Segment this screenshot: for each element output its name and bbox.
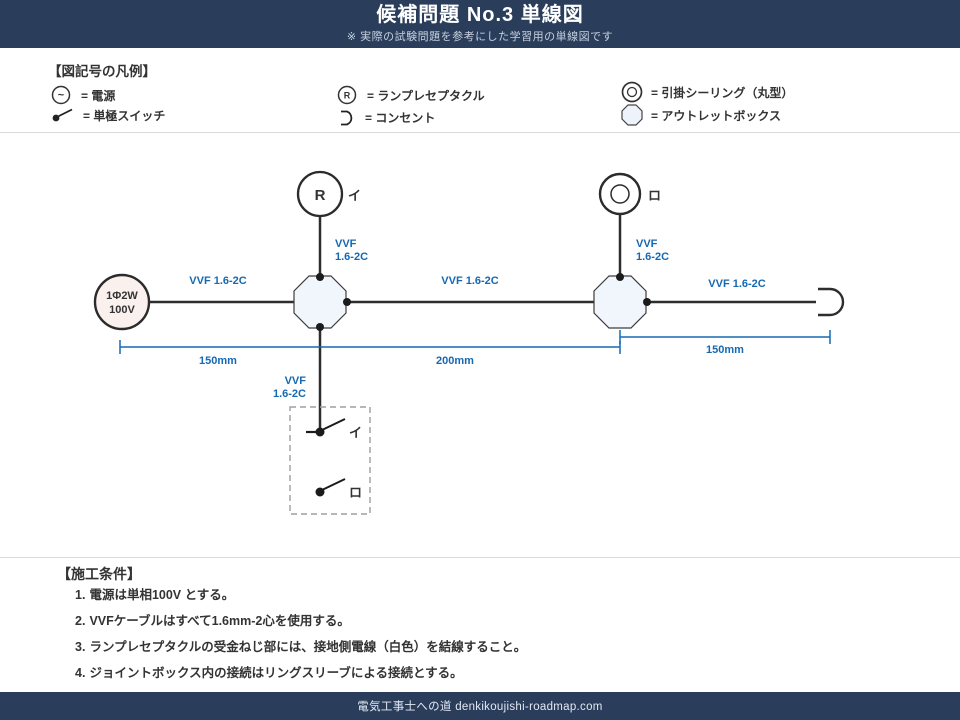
legend-section: 【図記号の凡例】 ~ = 電源 R = ランプレセプタクル = 引掛シーリング（… — [0, 48, 960, 133]
legend-heading: 【図記号の凡例】 — [48, 64, 156, 79]
switch-ro-tag: ロ — [349, 485, 362, 500]
dimension-label-mid: 200mm — [436, 355, 474, 367]
svg-text:~: ~ — [58, 90, 65, 102]
condition-number: 3. — [75, 640, 86, 654]
conditions-heading: 【施工条件】 — [57, 566, 141, 582]
svg-text:R: R — [344, 91, 351, 101]
condition-item: 2.VVFケーブルはすべて1.6mm-2心を使用する。 — [75, 608, 526, 634]
footer-text: 電気工事士への道 denkikoujishi-roadmap.com — [357, 701, 603, 713]
dimension-line-right-group — [619, 330, 831, 344]
switch-box-outline — [289, 406, 371, 515]
condition-item: 4.ジョイントボックス内の接続はリングスリーブによる接続とする。 — [75, 660, 526, 686]
condition-text: ランプレセプタクルの受金ねじ部には、接地側電線（白色）を結線すること。 — [89, 640, 527, 654]
ceiling-light-icon — [621, 81, 643, 103]
condition-number: 2. — [75, 614, 86, 628]
single-pole-switch-icon — [52, 108, 73, 122]
condition-item: 1.電源は単相100V とする。 — [75, 582, 526, 608]
conditions-section: 【施工条件】 1.電源は単相100V とする。 2.VVFケーブルはすべて1.6… — [0, 557, 960, 693]
condition-number: 1. — [75, 588, 86, 602]
condition-item: 3.ランプレセプタクルの受金ねじ部には、接地側電線（白色）を結線すること。 — [75, 634, 526, 660]
legend-item-lamp: R = ランプレセプタクル — [336, 84, 485, 106]
header-bar: 候補問題 No.3 単線図 ※ 実際の試験問題を参考にした学習用の単線図です — [0, 0, 960, 48]
condition-text: ジョイントボックス内の接続はリングスリーブによる接続とする。 — [89, 666, 463, 680]
page-title: 候補問題 No.3 単線図 — [376, 4, 584, 26]
single-line-diagram: 150mm 200mm 150mm 1Φ2W 100V R イ ロ イ — [93, 170, 845, 515]
legend-item-box: = アウトレットボックス — [620, 103, 781, 127]
cable-label-ceiling-drop-2: 1.6-2C — [636, 251, 669, 263]
legend-item-power: ~ = 電源 — [50, 84, 115, 106]
cable-label-switch-drop-1: VVF — [285, 375, 307, 387]
switch-ro-symbol — [315, 478, 346, 497]
power-source-icon: ~ — [51, 85, 71, 105]
legend-item-switch: = 単極スイッチ — [50, 105, 165, 125]
cable-label-lamp-drop-1: VVF — [335, 238, 357, 250]
conditions-list: 1.電源は単相100V とする。 2.VVFケーブルはすべて1.6mm-2心を使… — [75, 582, 526, 686]
legend-item-label: = 引掛シーリング（丸型） — [651, 85, 794, 100]
cable-label-ceiling-drop-1: VVF — [636, 238, 658, 250]
ceiling-light-inner-circle — [610, 184, 630, 204]
power-source-symbol — [93, 273, 151, 331]
dimension-label-right: 150mm — [706, 344, 744, 356]
ceiling-tag: ロ — [648, 188, 661, 203]
legend-item-outlet: = コンセント — [338, 106, 435, 128]
ceiling-light-symbol — [598, 172, 642, 216]
cable-label-left: VVF 1.6-2C — [189, 275, 247, 287]
cable-label-right: VVF 1.6-2C — [708, 278, 766, 290]
switch-i-tag: イ — [349, 425, 362, 440]
switch-i-symbol — [306, 418, 346, 437]
legend-item-label: = 電源 — [81, 88, 116, 103]
dimension-label-left: 150mm — [199, 355, 237, 367]
outlet-icon — [341, 110, 353, 126]
power-label-line1: 1Φ2W — [106, 290, 138, 302]
connection-dots — [316, 273, 651, 331]
legend-item-label: = アウトレットボックス — [651, 108, 781, 123]
lamp-tag: イ — [348, 188, 361, 203]
cable-label-mid: VVF 1.6-2C — [441, 275, 499, 287]
legend-item-label: = コンセント — [365, 110, 436, 125]
legend-item-label: = 単極スイッチ — [83, 108, 166, 123]
legend-item-ceiling: = 引掛シーリング（丸型） — [620, 80, 793, 104]
dimension-line-left-group — [119, 340, 621, 354]
condition-text: VVFケーブルはすべて1.6mm-2心を使用する。 — [89, 614, 350, 628]
legend-item-label: = ランプレセプタクル — [367, 88, 485, 103]
junction-box-right — [593, 275, 647, 329]
footer-bar: 電気工事士への道 denkikoujishi-roadmap.com — [0, 692, 960, 720]
outlet-box-icon — [621, 104, 643, 126]
lamp-receptacle-icon: R — [337, 85, 357, 105]
lamp-letter: R — [315, 187, 326, 204]
outlet-symbol — [818, 287, 845, 317]
condition-text: 電源は単相100V とする。 — [89, 588, 235, 602]
power-label-line2: 100V — [109, 304, 135, 316]
cable-label-lamp-drop-2: 1.6-2C — [335, 251, 368, 263]
page-subtitle: ※ 実際の試験問題を参考にした学習用の単線図です — [346, 31, 614, 43]
cable-label-switch-drop-2: 1.6-2C — [273, 388, 306, 400]
junction-box-left — [293, 275, 347, 329]
condition-number: 4. — [75, 666, 86, 680]
lamp-receptacle-symbol — [296, 170, 344, 218]
